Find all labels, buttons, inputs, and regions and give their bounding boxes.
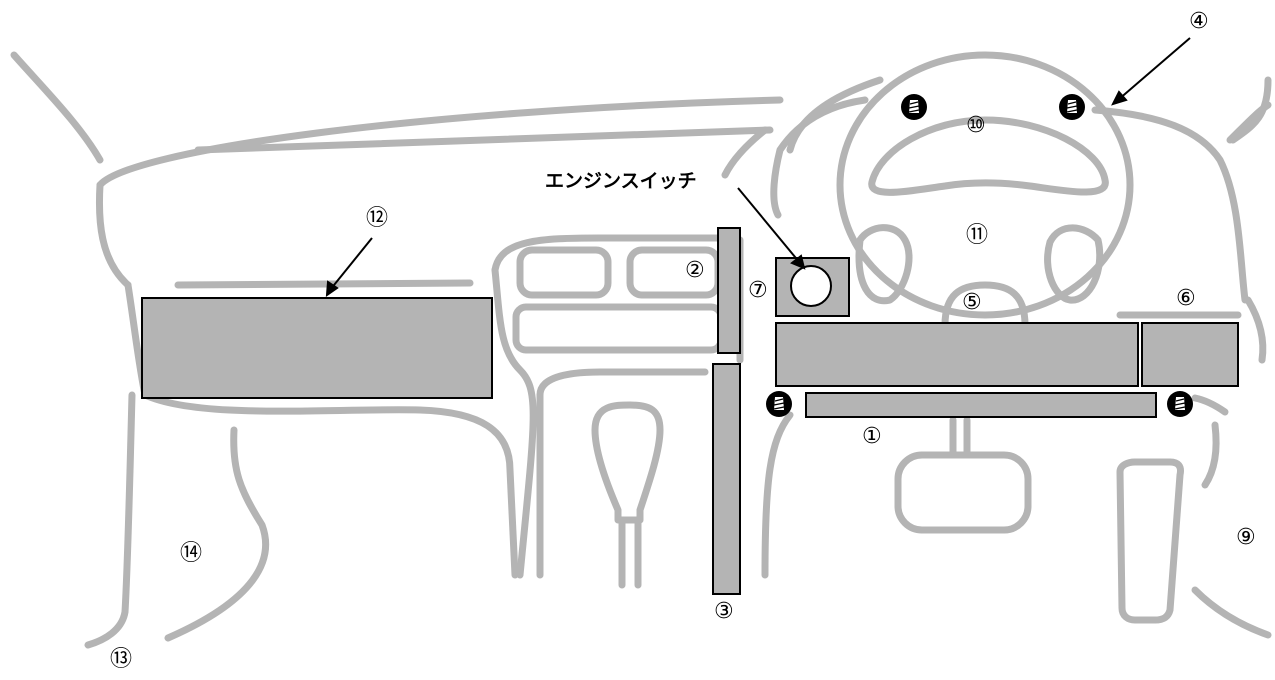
glovebox-top-line xyxy=(174,279,474,289)
shift-stem xyxy=(618,516,642,589)
marker-9: ⑨ xyxy=(1236,525,1256,550)
dash-top-inner xyxy=(194,126,774,154)
steering-column xyxy=(949,416,971,459)
steering-inner-top xyxy=(868,116,1109,196)
glovebox-lower xyxy=(141,391,519,579)
vent-right xyxy=(626,246,722,299)
right-kick-lower xyxy=(1191,586,1272,639)
marker-5: ⑤ xyxy=(962,290,982,315)
marker-6: ⑥ xyxy=(1176,286,1196,311)
marker-4: ④ xyxy=(1189,9,1209,34)
marker-3: ③ xyxy=(714,599,734,624)
leader-12 xyxy=(329,237,373,291)
engine-switch-knob xyxy=(790,265,832,307)
lower-dash-right xyxy=(1191,394,1229,416)
dash-top xyxy=(96,96,784,189)
marker-7: ⑦ xyxy=(748,278,768,303)
panel-glovebox xyxy=(141,297,493,399)
cluster-hood-left xyxy=(786,76,884,154)
marker-12: ⑫ xyxy=(366,206,389,231)
cluster-hood xyxy=(770,96,869,219)
center-frame xyxy=(491,234,724,274)
panel-right xyxy=(1141,322,1239,387)
lower-dash-left xyxy=(761,411,794,579)
screw-icon xyxy=(900,93,928,121)
steering-wheel-rim xyxy=(836,51,1134,319)
panel-center-strip-lower xyxy=(712,363,741,595)
marker-2: ② xyxy=(685,258,705,283)
marker-14: ⑭ xyxy=(180,541,203,566)
center-hood xyxy=(721,126,769,179)
radio-slot xyxy=(512,303,725,354)
leader-4 xyxy=(1117,37,1191,101)
brake-pedal xyxy=(894,451,1032,534)
screw-icon xyxy=(765,390,793,418)
dash-left-end xyxy=(95,181,132,289)
leader-engine-switch xyxy=(737,187,801,264)
screw-icon xyxy=(1166,390,1194,418)
marker-1: ① xyxy=(862,424,882,449)
cluster-hood-right xyxy=(1091,106,1249,304)
accelerator-pedal xyxy=(1116,458,1184,624)
steering-hub-bottom xyxy=(941,281,1029,329)
a-pillar-left xyxy=(10,51,104,164)
vent-left xyxy=(516,246,612,299)
screw-icon xyxy=(1058,93,1086,121)
right-kick-upper xyxy=(1201,421,1220,489)
kick-panel-inner xyxy=(164,426,269,642)
engine-switch-label: エンジンスイッチ xyxy=(545,170,697,192)
dash-right-end xyxy=(1244,296,1267,364)
shift-boot xyxy=(591,401,664,524)
dash-right-curve xyxy=(1229,76,1272,144)
marker-13: ⑬ xyxy=(110,647,133,672)
panel-center-strip-upper xyxy=(717,227,741,354)
kick-panel-left xyxy=(84,391,136,649)
center-frame-left xyxy=(491,266,537,579)
steering-hole-right xyxy=(1044,224,1104,304)
marker-10: ⑩ xyxy=(966,113,986,138)
panel-under-column xyxy=(805,392,1157,418)
marker-11: ⑪ xyxy=(966,223,989,248)
panel-lower-driver xyxy=(775,322,1139,387)
steering-hole-left xyxy=(855,224,913,305)
console-lower xyxy=(536,368,709,399)
